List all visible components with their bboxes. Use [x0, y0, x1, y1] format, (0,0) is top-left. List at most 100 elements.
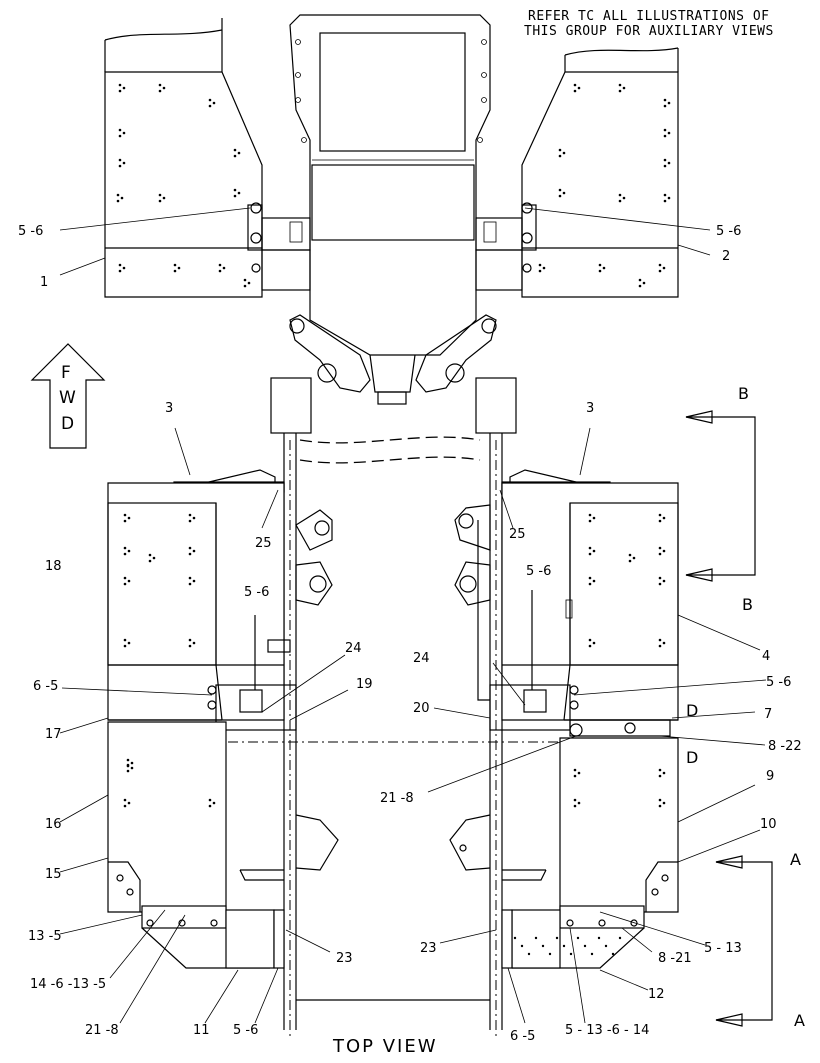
- rivet-dot: [667, 161, 671, 165]
- rivet-dot: [569, 952, 573, 956]
- rivet-dot: [573, 804, 577, 808]
- rivet-dot: [212, 101, 216, 105]
- rivet-dot: [192, 641, 196, 645]
- rivet-dot: [618, 193, 622, 197]
- rivet-dot: [592, 641, 596, 645]
- callout-8-22: 8 -22: [768, 739, 802, 754]
- rivet-dot: [638, 278, 642, 282]
- callout-21-8-mid: 21 -8: [380, 791, 414, 806]
- rivet-dot: [127, 579, 131, 583]
- fwd-letter-f: F: [61, 363, 71, 383]
- rivet-dot: [662, 516, 666, 520]
- rivet-dot: [558, 154, 562, 158]
- callout-6-5-left: 6 -5: [33, 679, 58, 694]
- rivet-dot: [642, 281, 646, 285]
- center-frame-top: [289, 14, 497, 405]
- rivet-dot: [618, 89, 622, 93]
- section-d-bottom-label: D: [686, 748, 698, 767]
- view-title: TOP VIEW: [332, 1036, 438, 1057]
- forward-arrow: F W D: [30, 343, 106, 449]
- right-upper-box: [477, 469, 679, 731]
- section-b-top-label: B: [738, 384, 749, 403]
- rivet-dot: [247, 281, 251, 285]
- callout-5-13-6-14: 5 - 13 -6 - 14: [565, 1023, 649, 1038]
- rivet-dot: [222, 266, 226, 270]
- rivet-dot: [127, 801, 131, 805]
- callout-19: 19: [356, 677, 373, 692]
- rivet-dot: [130, 761, 134, 765]
- rivet-dot: [604, 944, 608, 948]
- rivet-dot: [663, 164, 667, 168]
- rivet-dot: [573, 774, 577, 778]
- rivet-dot: [122, 86, 126, 90]
- rivet-dot: [123, 804, 127, 808]
- callout-14-6-13-5: 14 -6 -13 -5: [30, 977, 106, 992]
- callout-7: 7: [764, 707, 772, 722]
- rivet-dot: [122, 131, 126, 135]
- left-mount-plate: [270, 377, 312, 434]
- rivet-dot: [116, 193, 120, 197]
- rivet-dot: [658, 576, 662, 580]
- section-b-bottom-label: B: [742, 595, 753, 614]
- rivet-dot: [573, 83, 577, 87]
- rivet-dot: [173, 269, 177, 273]
- rivet-dot: [520, 944, 524, 948]
- header-note-line2: THIS GROUP FOR AUXILIARY VIEWS: [524, 24, 774, 39]
- rivet-dot: [126, 758, 130, 762]
- rivet-dot: [658, 774, 662, 778]
- rivet-dot: [667, 196, 671, 200]
- rivet-dot: [588, 513, 592, 517]
- rivet-dot: [192, 549, 196, 553]
- rivet-dot: [127, 549, 131, 553]
- callout-18: 18: [45, 559, 62, 574]
- callout-5-6-top-left: 5 -6: [18, 224, 43, 239]
- rivet-dot: [658, 513, 662, 517]
- rivet-dot: [188, 552, 192, 556]
- rivet-dot: [188, 582, 192, 586]
- rivet-dot: [588, 582, 592, 586]
- rivet-dot: [662, 579, 666, 583]
- rivet-dot: [658, 804, 662, 808]
- callout-3-right: 3: [586, 401, 594, 416]
- callout-20: 20: [413, 701, 430, 716]
- rivet-dot: [663, 199, 667, 203]
- callout-8-21: 8 -21: [658, 951, 692, 966]
- rivet-dot: [618, 936, 622, 940]
- rivet-dot: [628, 559, 632, 563]
- rivet-dot: [576, 936, 580, 940]
- rivet-dot: [618, 199, 622, 203]
- rivet-dot: [558, 188, 562, 192]
- callout-16: 16: [45, 817, 62, 832]
- rivet-dot: [118, 89, 122, 93]
- rivet-dot: [542, 266, 546, 270]
- callout-6-5-bottom: 6 -5: [510, 1029, 535, 1044]
- callout-9: 9: [766, 769, 774, 784]
- rivet-dot: [628, 553, 632, 557]
- callout-5-6-mid-left: 5 -6: [244, 585, 269, 600]
- rivet-dot: [233, 154, 237, 158]
- rivet-dot: [558, 194, 562, 198]
- rivet-dot: [597, 936, 601, 940]
- rivet-dot: [188, 638, 192, 642]
- callout-17: 17: [45, 727, 62, 742]
- rivet-dot: [598, 263, 602, 267]
- rivet-dot: [622, 196, 626, 200]
- rivet-dot: [658, 263, 662, 267]
- rivet-dot: [188, 576, 192, 580]
- rivet-dot: [583, 944, 587, 948]
- rivet-dot: [592, 579, 596, 583]
- rivet-dot: [663, 98, 667, 102]
- rivet-dot: [562, 191, 566, 195]
- rivet-dot: [208, 98, 212, 102]
- rivet-dot: [662, 641, 666, 645]
- rivet-dot: [148, 559, 152, 563]
- callout-5-6-top-right: 5 -6: [716, 224, 741, 239]
- rivet-dot: [663, 128, 667, 132]
- callout-2: 2: [722, 249, 730, 264]
- rivet-dot: [658, 552, 662, 556]
- section-b-marker: B B: [685, 384, 756, 614]
- rivet-dot: [538, 263, 542, 267]
- rivet-dot: [558, 148, 562, 152]
- rivet-dot: [658, 269, 662, 273]
